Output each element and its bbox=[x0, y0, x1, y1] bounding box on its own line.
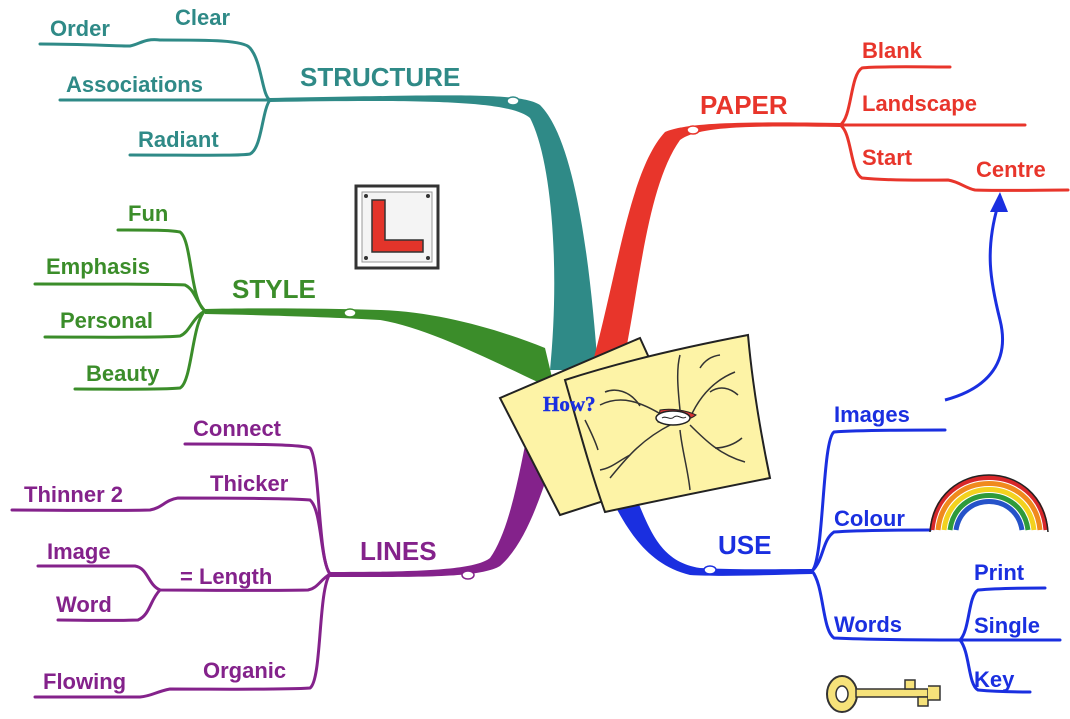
lines-item-connect: Connect bbox=[193, 416, 282, 441]
use-main-line bbox=[612, 495, 812, 576]
paper-item-blank: Blank bbox=[862, 38, 923, 63]
style-item-emphasis: Emphasis bbox=[46, 254, 150, 279]
lines-title: LINES bbox=[360, 536, 437, 566]
use-item-print: Print bbox=[974, 560, 1025, 585]
lines-item-thicker: Thicker bbox=[210, 471, 289, 496]
key-icon bbox=[826, 675, 941, 713]
center-label: How? bbox=[543, 392, 596, 416]
arrow-up-icon bbox=[990, 192, 1008, 212]
structure-item-associations: Associations bbox=[66, 72, 203, 97]
lines-item-word: Word bbox=[56, 592, 112, 617]
paper-branch: PAPER Blank Landscape Start Centre bbox=[592, 38, 1070, 365]
lines-item-organic: Organic bbox=[203, 658, 286, 683]
central-image: How? bbox=[498, 333, 772, 517]
rainbow-icon bbox=[929, 474, 1049, 533]
use-item-colour: Colour bbox=[834, 506, 905, 531]
use-item-images: Images bbox=[834, 402, 910, 427]
structure-branch: STRUCTURE Clear Order Associations Radia… bbox=[38, 5, 598, 371]
use-node-dot bbox=[703, 565, 717, 575]
structure-node-dot bbox=[506, 96, 520, 106]
style-branch: STYLE Fun Emphasis Personal Beauty bbox=[33, 201, 555, 391]
structure-item-radiant: Radiant bbox=[138, 127, 219, 152]
style-item-personal: Personal bbox=[60, 308, 153, 333]
paper-item-centre: Centre bbox=[976, 157, 1046, 182]
style-main-line bbox=[205, 308, 555, 390]
structure-item-clear: Clear bbox=[175, 5, 230, 30]
learner-plate-icon bbox=[354, 184, 440, 270]
lines-node-dot bbox=[461, 570, 475, 580]
lines-item-thinner: Thinner 2 bbox=[24, 482, 123, 507]
paper-main-line bbox=[592, 122, 840, 365]
structure-main-line bbox=[270, 95, 598, 371]
structure-title: STRUCTURE bbox=[300, 62, 460, 92]
lines-branch: LINES Connect Thicker Thinner 2 = Length… bbox=[10, 416, 560, 699]
paper-node-dot bbox=[686, 125, 700, 135]
lines-item-flowing: Flowing bbox=[43, 669, 126, 694]
lines-item-length: = Length bbox=[180, 564, 272, 589]
use-branch: USE Images Colour Words Print Single Key bbox=[612, 192, 1062, 694]
lines-item-image: Image bbox=[47, 539, 111, 564]
lines-main-line bbox=[330, 420, 560, 578]
style-node-dot bbox=[343, 308, 357, 318]
use-item-key: Key bbox=[974, 667, 1015, 692]
paper-item-start: Start bbox=[862, 145, 913, 170]
use-item-single: Single bbox=[974, 613, 1040, 638]
style-item-fun: Fun bbox=[128, 201, 168, 226]
use-title: USE bbox=[718, 530, 771, 560]
paper-item-landscape: Landscape bbox=[862, 91, 977, 116]
paper-title: PAPER bbox=[700, 90, 788, 120]
style-item-beauty: Beauty bbox=[86, 361, 160, 386]
style-title: STYLE bbox=[232, 274, 316, 304]
structure-item-order: Order bbox=[50, 16, 110, 41]
use-item-words: Words bbox=[834, 612, 902, 637]
use-arrow-line bbox=[944, 204, 1005, 402]
